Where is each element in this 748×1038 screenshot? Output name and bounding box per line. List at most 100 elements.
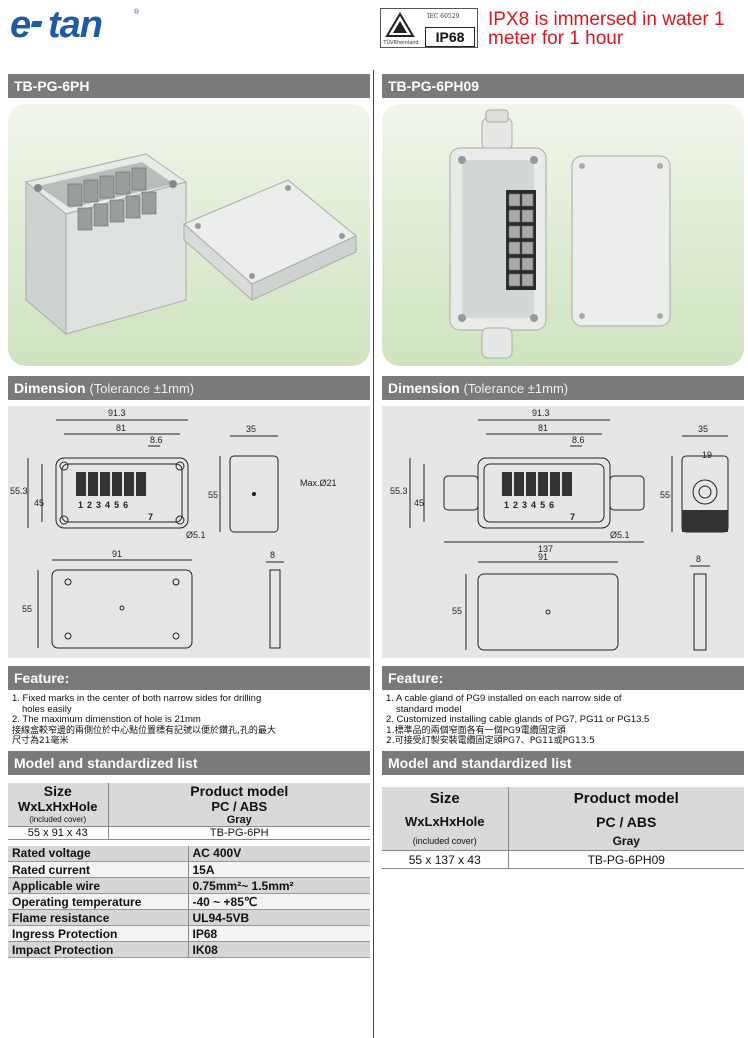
ip-rating: IP68	[425, 27, 475, 47]
spec-label: Applicable wire	[8, 877, 188, 894]
left-dimension-header: Dimension (Tolerance ±1mm)	[8, 376, 370, 400]
size-subheader: WxLxHxHole	[382, 810, 508, 833]
size-header: Size	[382, 786, 508, 811]
dim-overall-width: 91.3	[532, 408, 550, 418]
column-divider	[373, 70, 374, 1038]
ipx8-note: IPX8 is immersed in water 1 meter for 1 …	[488, 9, 725, 49]
spec-label: Ingress Protection	[8, 925, 188, 942]
left-model-table: Size Product model WxLxHxHole PC / ABS (…	[8, 782, 370, 840]
tuv-label: TÜVRheinland	[383, 40, 419, 46]
size-note: (included cover)	[8, 813, 108, 826]
spec-row: Operating temperature-40 ~ +85℃	[8, 893, 370, 910]
feature-line-cn: 2.可接受訂製安裝電纜固定頭PG7、PG11或PG13.5	[386, 736, 596, 746]
right-model-list-title: Model and standardized list	[382, 750, 744, 775]
right-feature-list: 1. A cable gland of PG9 installed on eac…	[382, 690, 744, 747]
dim-pitch: 8.6	[572, 435, 585, 445]
left-dimension-title: Dimension	[14, 380, 86, 396]
left-product-photo	[8, 104, 370, 366]
terminal-number-7: 7	[148, 512, 154, 522]
material-header: PC / ABS	[507, 810, 744, 833]
right-model-title: TB-PG-6PH09	[382, 74, 744, 98]
feature-line-cn: 1.標準品的兩個窄面各有一個PG9電纜固定頭	[386, 725, 566, 736]
color-header: Gray	[507, 832, 744, 851]
feature-line: 1. A cable gland of PG9 installed on eac…	[386, 693, 622, 704]
terminal-numbers: 123456	[504, 500, 559, 510]
size-value: 55 x 137 x 43	[382, 850, 508, 869]
svg-text:®: ®	[134, 8, 140, 16]
dim-total-length: 137	[538, 544, 554, 554]
left-model-title: TB-PG-6PH	[8, 74, 370, 98]
feature-line: standard model	[396, 703, 462, 715]
right-column: TB-PG-6PH09	[382, 74, 744, 869]
product-model-header: Product model	[507, 786, 744, 811]
dim-cover-height: 55	[22, 604, 33, 614]
left-column: TB-PG-6PH Dimension (Toleran	[8, 74, 370, 958]
material-header: PC / ABS	[107, 798, 370, 814]
dim-gland: 19	[702, 450, 713, 460]
right-model-table: Size Product model WxLxHxHole PC / ABS (…	[382, 786, 744, 869]
left-dimension-drawing: 91.3 81 8.6 35 55.3 45 Max.Ø21 55 Ø5.1 9…	[8, 406, 370, 658]
size-value: 55 x 91 x 43	[8, 825, 108, 840]
dim-overall-width: 91.3	[108, 408, 126, 418]
left-feature-title: Feature:	[8, 666, 370, 690]
spec-value: UL94-5VB	[187, 909, 370, 926]
dim-height-outer: 55.3	[390, 486, 408, 496]
ip68-certification-badge: TÜVRheinland IEC 60529 IP68	[380, 8, 478, 48]
dim-cover-width: 91	[538, 552, 549, 562]
junction-box-image	[24, 153, 357, 336]
size-note: (included cover)	[382, 832, 508, 851]
left-drawing-lines	[27, 419, 284, 649]
dim-depth: 35	[698, 424, 709, 434]
dim-pitch: 8.6	[150, 435, 163, 445]
spec-value: 15A	[187, 861, 370, 878]
dim-cover-thickness: 8	[270, 550, 276, 560]
right-drawing-lines	[409, 419, 729, 651]
right-feature-title: Feature:	[382, 666, 744, 690]
spec-label: Operating temperature	[8, 893, 188, 910]
spec-label: Rated voltage	[8, 845, 188, 862]
iec-label: IEC 60529	[427, 13, 460, 20]
model-value: TB-PG-6PH09	[507, 850, 744, 869]
spec-label: Rated current	[8, 861, 188, 878]
spec-value: -40 ~ +85℃	[187, 893, 370, 910]
left-tolerance: (Tolerance ±1mm)	[89, 381, 195, 396]
dim-height-inner: 45	[34, 498, 45, 508]
feature-line: 1. Fixed marks in the center of both nar…	[12, 693, 262, 704]
dim-mount-hole: Ø5.1	[610, 530, 630, 540]
junction-box-gland-image	[449, 109, 671, 359]
dim-inner-width: 81	[538, 423, 549, 433]
dim-height-outer: 55.3	[10, 486, 28, 496]
dim-cover-thickness: 8	[696, 554, 702, 564]
spec-label: Flame resistance	[8, 909, 188, 926]
feature-line: holes easily	[22, 703, 72, 715]
size-header: Size	[8, 782, 108, 799]
right-dimension-header: Dimension (Tolerance ±1mm)	[382, 376, 744, 400]
spec-value: IK08	[187, 941, 370, 958]
dim-cover-width: 91	[112, 549, 123, 559]
right-dimension-title: Dimension	[388, 380, 460, 396]
feature-line: 2. The maximum dimenstion of hole is 21m…	[12, 714, 201, 725]
spec-value: IP68	[187, 925, 370, 942]
product-model-header: Product model	[107, 782, 370, 799]
size-subheader: WxLxHxHole	[8, 798, 108, 814]
left-model-list-title: Model and standardized list	[8, 750, 370, 775]
warning-triangle-icon	[385, 12, 415, 37]
spec-value: 0.75mm²~ 1.5mm²	[187, 877, 370, 894]
feature-line: 2. Customized installing cable glands of…	[386, 714, 650, 725]
terminal-numbers: 123456	[78, 500, 133, 510]
dim-depth: 35	[246, 424, 257, 434]
left-feature-list: 1. Fixed marks in the center of both nar…	[8, 690, 370, 747]
dim-side-height: 55	[208, 490, 219, 500]
model-value: TB-PG-6PH	[107, 825, 370, 840]
dim-inner-width: 81	[116, 423, 127, 433]
feature-line-cn: 接線盒較窄邊的兩側位於中心點位置標有記號以便於鑽孔,孔的最大	[12, 725, 276, 736]
dim-cover-height: 55	[452, 606, 463, 616]
dim-hole-dia: Max.Ø21	[300, 478, 337, 488]
feature-line-cn: 尺寸為21毫米	[12, 736, 69, 746]
